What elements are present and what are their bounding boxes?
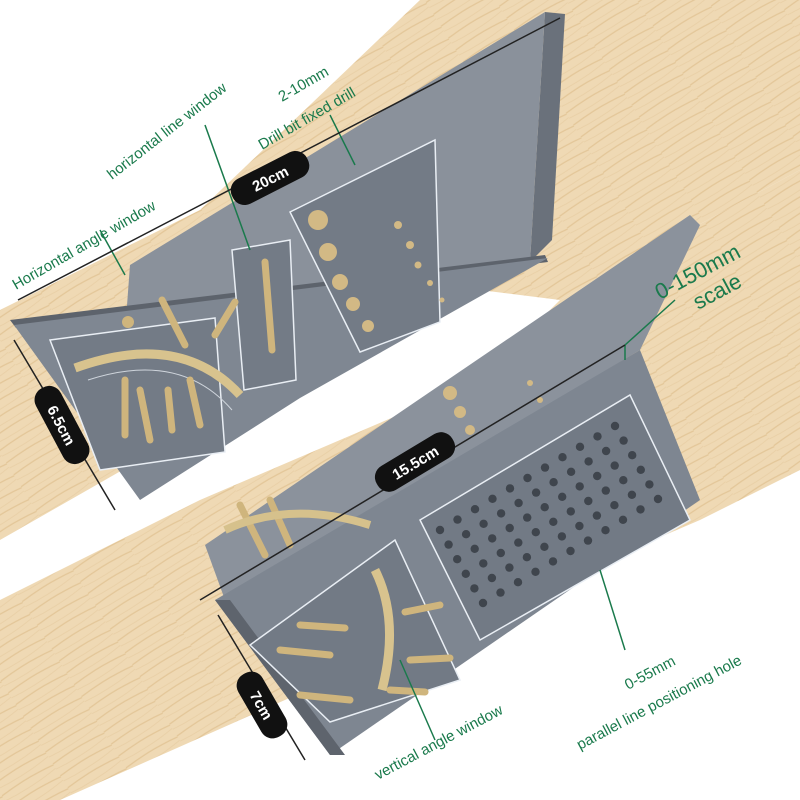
positioning-hole [636,505,645,514]
positioning-hole [540,463,550,472]
positioning-hole [453,515,462,524]
positioning-hole [619,436,628,445]
horizontal-line-window-frame [231,239,297,391]
positioning-hole [523,513,532,522]
positioning-hole [610,501,619,510]
positioning-hole [557,532,567,541]
positioning-hole [505,523,514,533]
positioning-hole [531,488,541,497]
positioning-hole [575,521,584,531]
positioning-hole [583,536,593,545]
positioning-hole [540,503,549,512]
positioning-hole [618,515,628,524]
positioning-hole [566,507,575,516]
positioning-hole [601,486,610,495]
label-horizontal-line-window: horizontal line window [104,79,230,183]
positioning-hole [558,453,567,462]
positioning-hole [645,480,654,489]
positioning-hole [505,484,515,493]
positioning-hole [514,538,523,547]
positioning-hole [496,548,505,558]
positioning-hole [505,563,514,572]
positioning-hole [610,461,619,470]
positioning-hole [627,490,637,499]
positioning-hole [593,432,602,441]
positioning-hole [566,546,575,556]
positioning-hole [549,517,558,526]
positioning-hole [488,534,497,543]
parallel-hole-panel-frame [419,393,691,642]
drill-bit-panel-frame [288,138,441,353]
positioning-hole [496,588,505,597]
positioning-hole [479,559,488,568]
positioning-hole [653,494,663,504]
positioning-hole [549,478,558,487]
positioning-hole [584,496,593,506]
positioning-hole [628,451,637,460]
positioning-hole [514,498,523,508]
positioning-hole [531,567,540,576]
positioning-hole [435,525,445,535]
positioning-hole [522,553,532,562]
positioning-hole [488,494,497,503]
positioning-hole [540,542,549,551]
positioning-hole [461,569,470,578]
leader-line-icon [99,114,676,741]
positioning-hole [601,526,610,535]
positioning-hole [479,519,488,528]
positioning-hole [548,557,558,566]
positioning-hole [558,492,567,501]
positioning-hole [610,421,620,431]
positioning-hole [636,465,645,474]
positioning-hole [470,505,480,514]
top-square-tool [10,12,565,500]
positioning-hole [470,544,479,553]
positioning-hole [470,584,479,593]
positioning-hole [453,555,462,564]
positioning-hole [487,573,497,583]
label-vertical-angle-window: vertical angle window [372,702,506,784]
positioning-hole [513,578,523,587]
positioning-hole [461,530,471,539]
parallel-hole-grid [435,421,663,608]
positioning-hole [496,509,506,518]
positioning-hole [531,528,540,537]
positioning-hole [444,540,453,549]
positioning-hole [593,471,602,481]
positioning-hole [523,473,532,483]
positioning-hole [478,598,488,608]
positioning-hole [575,482,584,491]
positioning-hole [592,511,602,520]
positioning-hole [601,446,611,456]
positioning-hole [619,476,628,485]
positioning-hole [575,442,585,451]
positioning-hole [584,457,593,466]
positioning-hole [566,467,576,476]
